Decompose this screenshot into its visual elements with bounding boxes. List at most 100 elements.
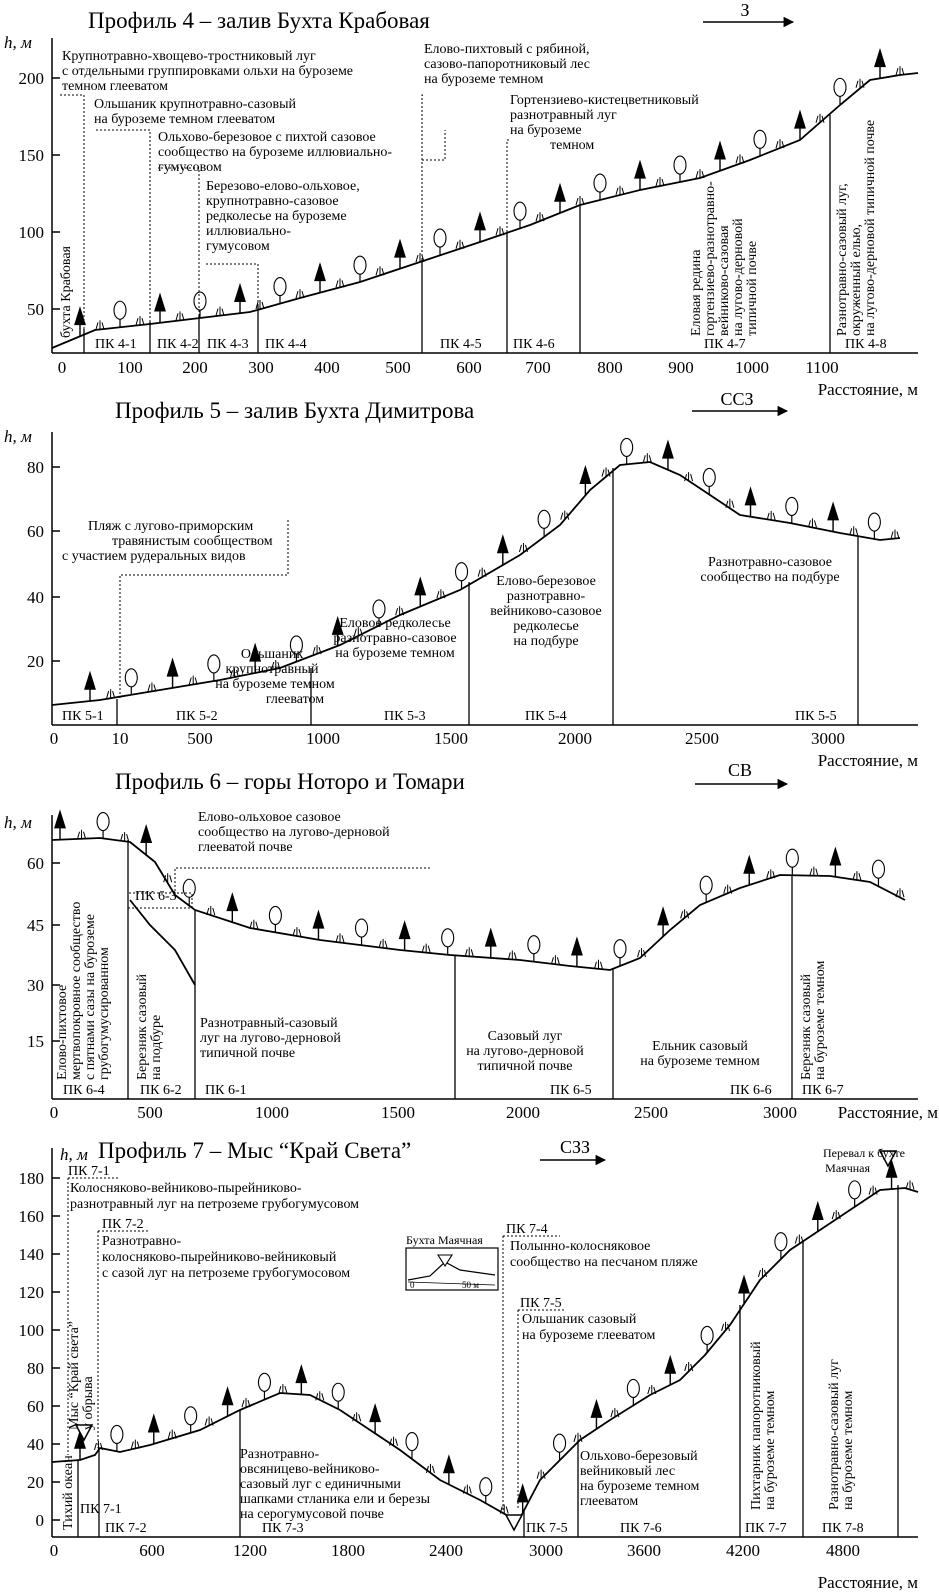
profile-5-h-label: h, м bbox=[4, 427, 32, 446]
profile-7-pk-labels: ПК 7-1 ПК 7-2 ПК 7-3 ПК 7-5 ПК 7-6 ПК 7-… bbox=[80, 1502, 864, 1536]
grass-icon bbox=[315, 1391, 325, 1401]
grass-icon bbox=[135, 316, 145, 326]
svg-text:45: 45 bbox=[27, 916, 44, 935]
svg-text:Разнотравно-сазовый луг,окруже: Разнотравно-сазовый луг,окруженный елью,… bbox=[835, 120, 878, 336]
grass-icon bbox=[575, 195, 585, 206]
svg-text:Колосняково-вейниково-пырейник: Колосняково-вейниково-пырейниково-разнот… bbox=[70, 1181, 359, 1212]
grass-icon bbox=[206, 906, 216, 916]
grass-icon bbox=[725, 498, 735, 508]
svg-text:30: 30 bbox=[27, 976, 44, 995]
profile-5: Профиль 5 – залив Бухта Димитрова ССЗ h,… bbox=[4, 389, 918, 770]
svg-text:3000: 3000 bbox=[529, 1541, 563, 1560]
conifer-icon bbox=[442, 1454, 455, 1485]
grass-icon bbox=[312, 645, 322, 655]
grass-icon bbox=[560, 510, 570, 520]
svg-text:140: 140 bbox=[19, 1245, 45, 1264]
profile-7-annotations: ПК 7-1 Колосняково-вейниково-пырейниково… bbox=[61, 1146, 905, 1530]
svg-text:Сазовый лугна лугово-дерновойт: Сазовый лугна лугово-дерновойтипичной по… bbox=[466, 1029, 584, 1074]
conifer-icon bbox=[794, 109, 806, 140]
deciduous-tree-icon bbox=[372, 599, 386, 619]
grass-icon bbox=[230, 668, 239, 678]
profile-5-direction: ССЗ bbox=[720, 389, 753, 409]
svg-text:ПК 4-2: ПК 4-2 bbox=[157, 337, 199, 352]
svg-text:ПК 5-1: ПК 5-1 bbox=[62, 709, 104, 724]
profile-7-h-label: h, м bbox=[60, 1145, 88, 1164]
svg-text:900: 900 bbox=[668, 358, 694, 377]
deciduous-tree-icon bbox=[182, 878, 196, 898]
deciduous-tree-icon bbox=[513, 201, 527, 221]
profile-5-pk-labels: ПК 5-1 ПК 5-2 ПК 5-3 ПК 5-4 ПК 5-5 bbox=[62, 709, 837, 724]
conifer-icon bbox=[829, 846, 842, 877]
grass-icon bbox=[895, 66, 905, 76]
svg-text:ПК 7-4: ПК 7-4 bbox=[506, 1222, 548, 1237]
deciduous-tree-icon bbox=[353, 255, 367, 275]
svg-text:Тихий океан: Тихий океан bbox=[61, 1455, 76, 1530]
grass-icon bbox=[637, 948, 647, 958]
profile-4-direction: З bbox=[740, 0, 749, 20]
conifer-icon bbox=[738, 1274, 750, 1305]
deciduous-tree-icon bbox=[620, 437, 634, 457]
grass-icon bbox=[890, 529, 900, 539]
profile-7-direction: СЗЗ bbox=[560, 1137, 590, 1157]
grass-icon bbox=[735, 154, 745, 164]
conifer-icon bbox=[331, 615, 344, 647]
profile-6-y-tick: 60 bbox=[27, 854, 60, 873]
grass-icon bbox=[335, 278, 345, 288]
grass-icon bbox=[249, 919, 259, 929]
deciduous-tree-icon bbox=[848, 1180, 862, 1200]
profile-7-x-ticks: 0 600 1200 1800 2400 3000 3600 4200 4800 bbox=[50, 1541, 860, 1560]
svg-text:100: 100 bbox=[19, 1321, 45, 1340]
conifer-icon bbox=[496, 534, 509, 565]
conifer-icon bbox=[234, 282, 246, 314]
svg-text:ПК 7-8: ПК 7-8 bbox=[822, 1521, 864, 1536]
conifer-icon bbox=[154, 292, 166, 323]
svg-text:600: 600 bbox=[139, 1541, 165, 1560]
deciduous-tree-icon bbox=[785, 496, 799, 517]
inset-bay-majachnaya: Бухта Маячная 0 50 м bbox=[405, 1233, 499, 1291]
profile-6-pk-labels: ПК 6-4 ПК 6-2 ПК 6-1 ПК 6-5 ПК 6-6 ПК 6-… bbox=[63, 889, 844, 1098]
svg-text:800: 800 bbox=[597, 358, 623, 377]
svg-text:3000: 3000 bbox=[763, 1103, 797, 1122]
profile-7-y-tick: 40 bbox=[27, 1435, 60, 1454]
conifer-icon bbox=[54, 809, 66, 840]
grass-icon bbox=[215, 306, 225, 316]
conifer-icon bbox=[249, 642, 262, 673]
profile-7: Профиль 7 – Мыс “Край Света” СЗЗ h, м 0 … bbox=[19, 1137, 919, 1592]
svg-text:100: 100 bbox=[117, 358, 143, 377]
conifer-icon bbox=[221, 1386, 234, 1417]
grass-icon bbox=[809, 866, 819, 876]
deciduous-tree-icon bbox=[702, 467, 716, 488]
svg-text:50 м: 50 м bbox=[462, 1280, 479, 1290]
grass-icon bbox=[536, 1469, 546, 1479]
grass-icon bbox=[167, 1429, 177, 1439]
profile-6: Профиль 6 – горы Ноторо и Томари СВ h, м… bbox=[4, 760, 938, 1122]
svg-text:ПК 6-1: ПК 6-1 bbox=[205, 1083, 247, 1098]
conifer-icon bbox=[398, 920, 411, 951]
svg-text:ПК 7-2: ПК 7-2 bbox=[105, 1521, 147, 1536]
svg-text:40: 40 bbox=[27, 588, 44, 607]
svg-text:Разнотравно-колосняково-пырейн: Разнотравно-колосняково-пырейниково-вейн… bbox=[102, 1234, 350, 1281]
svg-text:ПК 5-3: ПК 5-3 bbox=[384, 709, 426, 724]
profile-4-y-tick: 150 bbox=[19, 146, 60, 165]
deciduous-tree-icon bbox=[193, 291, 207, 311]
profile-7-y-tick: 80 bbox=[27, 1359, 60, 1378]
svg-text:ПК 6-3: ПК 6-3 bbox=[135, 889, 177, 904]
grass-icon bbox=[93, 1441, 103, 1451]
grass-icon bbox=[855, 78, 865, 88]
svg-text:Пихтарник папоротниковыйна бур: Пихтарник папоротниковыйна буроземе темн… bbox=[749, 1341, 778, 1510]
svg-text:ПК 7-7: ПК 7-7 bbox=[745, 1521, 787, 1536]
conifer-icon bbox=[554, 182, 566, 214]
svg-text:2500: 2500 bbox=[685, 729, 719, 748]
conifer-icon bbox=[314, 262, 326, 293]
profile-6-x-label: Расстояние, м bbox=[838, 1103, 939, 1122]
conifer-icon bbox=[811, 1200, 824, 1232]
conifer-icon bbox=[579, 464, 592, 496]
svg-text:100: 100 bbox=[19, 223, 45, 242]
profile-7-x-label: Расстояние, м bbox=[818, 1573, 919, 1592]
profile-4: Профиль 4 – залив Бухта Крабовая З h, м … bbox=[4, 0, 918, 399]
